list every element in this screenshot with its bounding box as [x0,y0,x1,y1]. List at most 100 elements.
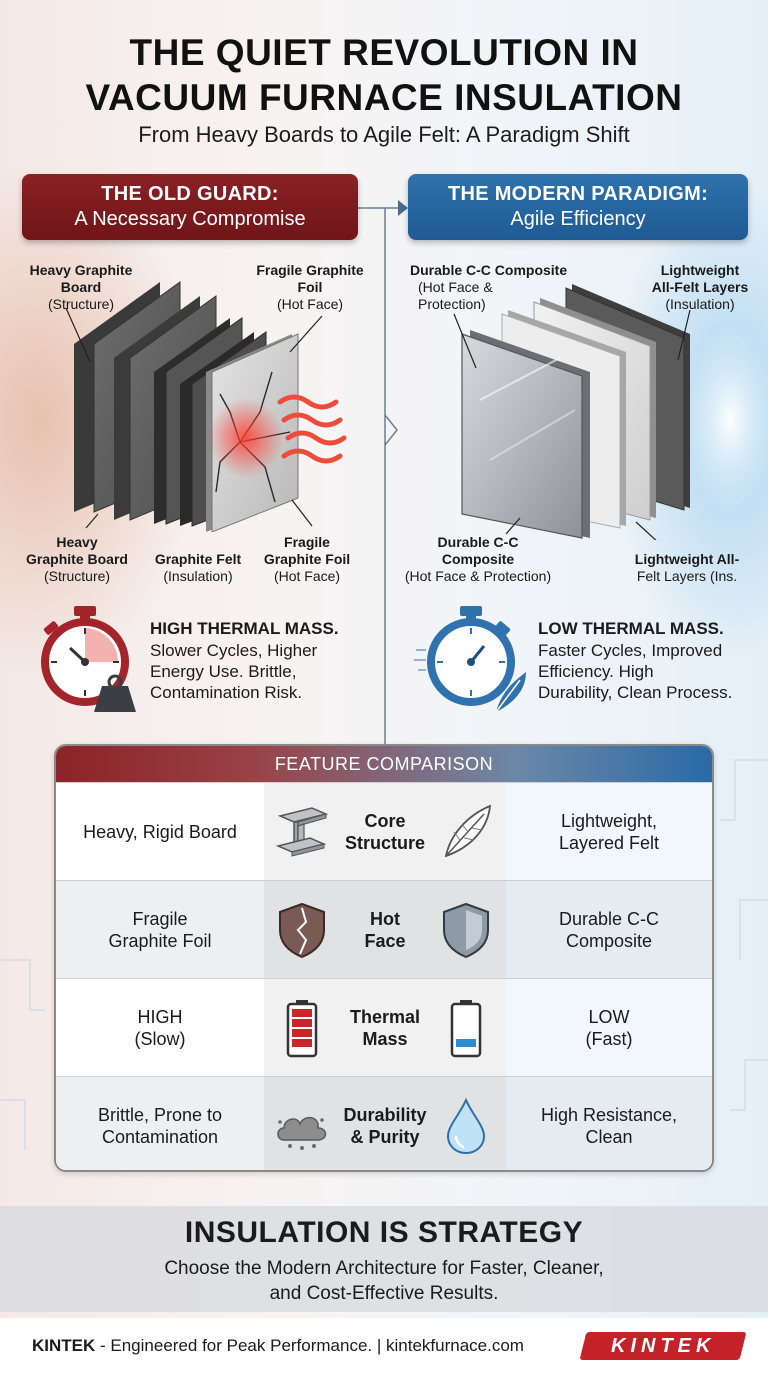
old-cell-l1: HIGH [137,1007,183,1027]
old-mass-title: HIGH THERMAL MASS. [150,619,339,638]
modern-banner-title: THE MODERN PARADIGM: [447,183,709,205]
feature-name-l1: Thermal [349,1007,421,1027]
old-cell: HIGH (Slow) [56,979,264,1077]
modern-label-cc-bottom-l3: (Hot Face & Protection) [404,568,552,584]
stopwatch-weight-icon [41,606,136,712]
feature-name-l1: Durability [343,1105,427,1125]
old-cell-l2: Graphite Foil [108,931,212,951]
dust-cloud-icon [277,1116,327,1150]
table-row: HIGH (Slow) Thermal Mass [56,978,712,1077]
feature-name-l2: Mass [362,1029,408,1049]
modern-label-felt-top-sub: (Insulation) [665,296,735,312]
new-cell: Durable C-C Composite [506,881,712,979]
page-title: THE QUIET REVOLUTION IN VACUUM FURNACE I… [0,30,768,120]
full-battery-icon [286,1000,318,1058]
old-label-foil-top-sub: (Hot Face) [276,296,344,312]
old-cell-text: Heavy, Rigid Board [83,822,237,842]
old-label-board-top-sub: (Structure) [47,296,115,312]
strategy-title: INSULATION IS STRATEGY [184,1216,584,1249]
fragile-graphite-foil-panel [206,333,299,532]
feature-cell: Core Structure [264,783,506,881]
old-mass-desc-l2: Energy Use. Brittle, [150,662,297,681]
old-mass-desc-l1: Slower Cycles, Higher [150,641,318,660]
water-drop-icon [446,1097,486,1155]
modern-label-cc-top: Durable C-C Composite (Hot Face & Protec… [410,262,600,313]
modern-paradigm-banner: THE MODERN PARADIGM: Agile Efficiency [408,174,748,240]
modern-label-cc-bottom-l2: Composite [441,551,515,567]
new-cell-l2: (Fast) [585,1029,633,1049]
table-row: Brittle, Prone to Contamination Durabili… [56,1076,712,1170]
feature-cell: Hot Face [264,881,506,979]
old-label-board-bottom-l3: (Structure) [43,568,111,584]
kintek-logo-text: KINTEK [610,1335,716,1357]
old-cell-l1: Fragile [132,909,188,929]
title-line-1: THE QUIET REVOLUTION IN [129,32,639,73]
old-label-foil-bottom-l2: Graphite Foil [263,551,351,567]
footer-brand: KINTEK [32,1336,96,1355]
modern-label-felt-bottom: Lightweight All- Felt Layers (Ins. [612,551,762,585]
old-label-foil-bottom-l1: Fragile [284,534,330,550]
feature-name-l1: Core [364,811,406,831]
kintek-logo: KINTEK [579,1332,747,1360]
modern-mass-desc-l3: Durability, Clean Process. [538,683,733,702]
modern-label-felt-bottom-l1: Lightweight All- [634,551,740,567]
new-cell: High Resistance, Clean [506,1077,712,1170]
feature-cell: Thermal Mass [264,979,506,1077]
strategy-band [0,1206,768,1312]
old-cell-l2: (Slow) [134,1029,186,1049]
table-row: Fragile Graphite Foil Hot Face Durable C… [56,880,712,979]
old-label-board-bottom-l1: Heavy [56,534,98,550]
feature-cell: Durability & Purity [264,1077,506,1170]
feather-icon [444,804,492,858]
new-cell-l1: Lightweight, [560,811,658,831]
feature-comparison-header: FEATURE COMPARISON [56,746,712,782]
old-mass-desc-l3: Contamination Risk. [150,683,303,702]
new-cell-l2: Clean [585,1127,633,1147]
old-cell-l1: Brittle, Prone to [97,1105,223,1125]
new-cell: LOW (Fast) [506,979,712,1077]
heat-waves-icon [277,394,347,464]
old-label-foil-bottom: Fragile Graphite Foil (Hot Face) [250,534,364,585]
table-row: Heavy, Rigid Board Core Structure [56,782,712,881]
feature-name: Hot Face [335,908,435,952]
modern-mass-desc-l1: Faster Cycles, Improved [538,641,723,660]
feature-name: Thermal Mass [335,1006,435,1050]
modern-label-cc-top-sub2: Protection) [418,296,486,312]
new-cell-l1: Durable C-C [558,909,660,929]
cc-composite-panel [461,330,590,539]
old-cell-l2: Contamination [101,1127,219,1147]
feature-name: Core Structure [335,810,435,854]
modern-label-felt-bottom-l2: Felt Layers (Ins. [636,568,738,584]
new-cell: Lightweight, Layered Felt [506,783,712,881]
old-cell: Fragile Graphite Foil [56,881,264,979]
old-guard-banner: THE OLD GUARD: A Necessary Compromise [22,174,358,240]
strategy-subtitle-l1: Choose the Modern Architecture for Faste… [164,1258,604,1279]
modern-mass-title: LOW THERMAL MASS. [538,619,724,638]
old-label-board-bottom: Heavy Graphite Board (Structure) [18,534,136,585]
new-cell-l1: High Resistance, [540,1105,678,1125]
strategy-subtitle-l2: and Cost-Effective Results. [269,1283,499,1304]
old-label-board-bottom-l2: Graphite Board [26,551,128,567]
feature-name: Durability & Purity [335,1104,435,1148]
old-label-felt-l1: Graphite Felt [154,551,242,567]
modern-label-felt-top-bold2: All-Felt Layers [651,279,749,295]
feature-name-l2: Structure [344,833,425,853]
old-label-felt: Graphite Felt (Insulation) [140,551,256,585]
modern-layers-diagram [453,284,691,540]
modern-mass-block: LOW THERMAL MASS. Faster Cycles, Improve… [538,618,762,703]
old-label-foil-top: Fragile Graphite Foil (Hot Face) [248,262,372,313]
modern-label-cc-top-bold: Durable C-C Composite [410,262,568,278]
old-guard-banner-subtitle: A Necessary Compromise [74,208,306,230]
cracked-shield-icon [279,902,325,959]
old-layers-diagram [65,281,347,532]
old-mass-block: HIGH THERMAL MASS. Slower Cycles, Higher… [150,618,370,703]
modern-label-cc-bottom-l1: Durable C-C [437,534,519,550]
title-line-2: VACUUM FURNACE INSULATION [85,77,683,118]
old-guard-banner-title: THE OLD GUARD: [101,183,279,205]
feature-name-l2: Face [364,931,406,951]
modern-banner-subtitle: Agile Efficiency [510,208,646,230]
modern-label-felt-top-bold1: Lightweight [660,262,740,278]
new-cell-l2: Layered Felt [558,833,660,853]
feature-name-l1: Hot [370,909,400,929]
modern-label-felt-top: Lightweight All-Felt Layers (Insulation) [636,262,764,313]
